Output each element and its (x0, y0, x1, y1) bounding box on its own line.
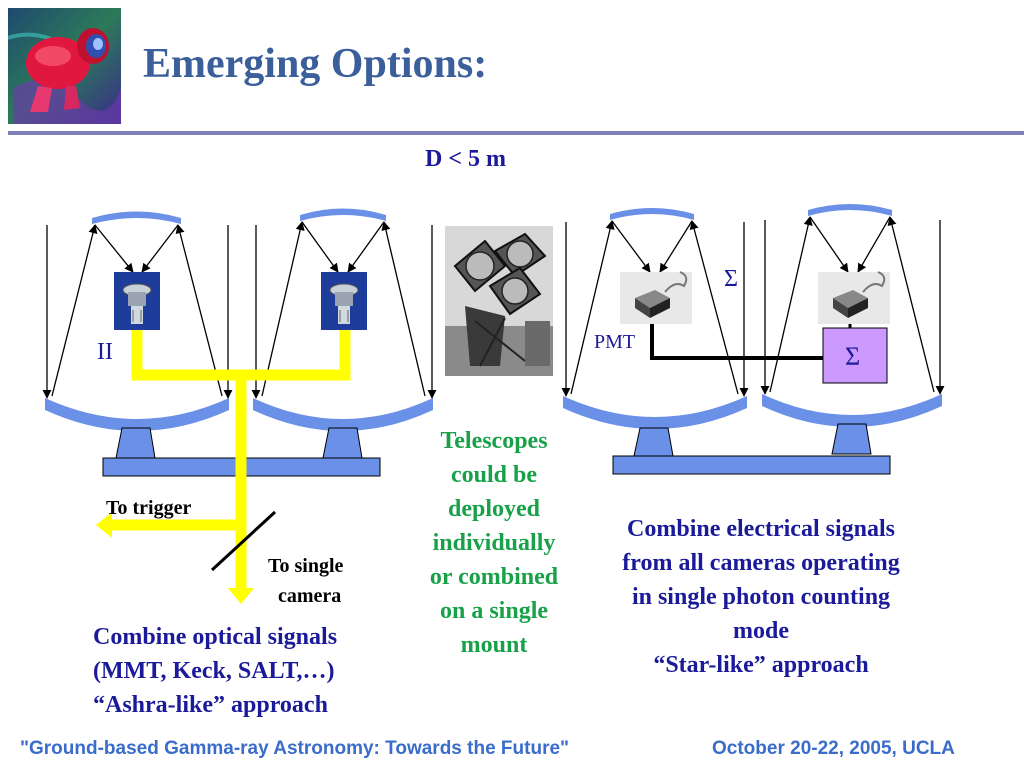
right-description-line: in single photon counting (631, 584, 891, 610)
deployment-note-line: individually (432, 530, 556, 556)
pmt-module-icon (620, 271, 692, 324)
right-telescope-2 (760, 204, 945, 455)
footer-date-location: October 20-22, 2005, UCLA (712, 738, 955, 759)
primary-mirror (762, 394, 942, 427)
primary-mirror (563, 396, 747, 429)
title-divider (8, 131, 1024, 135)
to-trigger-label: To trigger (106, 497, 192, 519)
image-intensifier-label: II (97, 339, 113, 365)
optical-signal-path (96, 330, 351, 604)
diameter-label: D < 5 m (425, 146, 506, 172)
left-description-line-3: “Ashra-like” approach (93, 692, 328, 718)
right-description-line: Combine electrical signals (627, 516, 895, 542)
sum-symbol-box: Σ (845, 342, 861, 371)
sum-box (822, 327, 888, 384)
left-telescope-1 (42, 211, 233, 459)
deployment-note: Telescopes could be deployed individuall… (408, 424, 580, 662)
right-description-line: from all cameras operating (622, 550, 900, 576)
secondary-mirror (808, 204, 892, 216)
right-mount-bar (612, 455, 891, 475)
pmt-module-icon (818, 271, 890, 324)
footer-conference-title: "Ground-based Gamma-ray Astronomy: Towar… (20, 738, 570, 759)
electrical-signal-wire (650, 324, 823, 360)
deployment-note-line: Telescopes (440, 428, 548, 454)
secondary-mirror (92, 211, 181, 224)
to-single-camera-line-2: camera (278, 585, 342, 607)
telescope-logo-icon (7, 8, 121, 124)
to-single-camera-line-1: To single (268, 555, 344, 577)
pmt-label: PMT (594, 331, 636, 353)
slide-title: Emerging Options: (143, 41, 488, 87)
deployment-note-line: mount (460, 632, 528, 658)
right-description-line: mode (733, 618, 789, 644)
image-intensifier-camera-icon (321, 272, 367, 330)
deployment-note-line: could be (450, 462, 537, 488)
image-intensifier-camera-icon (114, 272, 160, 330)
primary-mirror (45, 398, 229, 431)
primary-mirror (253, 398, 433, 431)
secondary-mirror (610, 208, 694, 220)
telescope-photo (445, 226, 553, 376)
right-telescope-1 (561, 208, 749, 457)
left-description-line-1: Combine optical signals (93, 624, 338, 650)
right-description-line: “Star-like” approach (653, 652, 869, 678)
left-telescope-2 (251, 208, 437, 459)
left-description-line-2: (MMT, Keck, SALT,…) (93, 658, 335, 684)
right-description: Combine electrical signals from all came… (585, 512, 937, 682)
secondary-mirror (300, 208, 386, 221)
sum-symbol-top: Σ (724, 266, 738, 292)
deployment-note-line: on a single (439, 598, 549, 624)
deployment-note-line: or combined (429, 564, 559, 590)
deployment-note-line: deployed (447, 496, 540, 522)
